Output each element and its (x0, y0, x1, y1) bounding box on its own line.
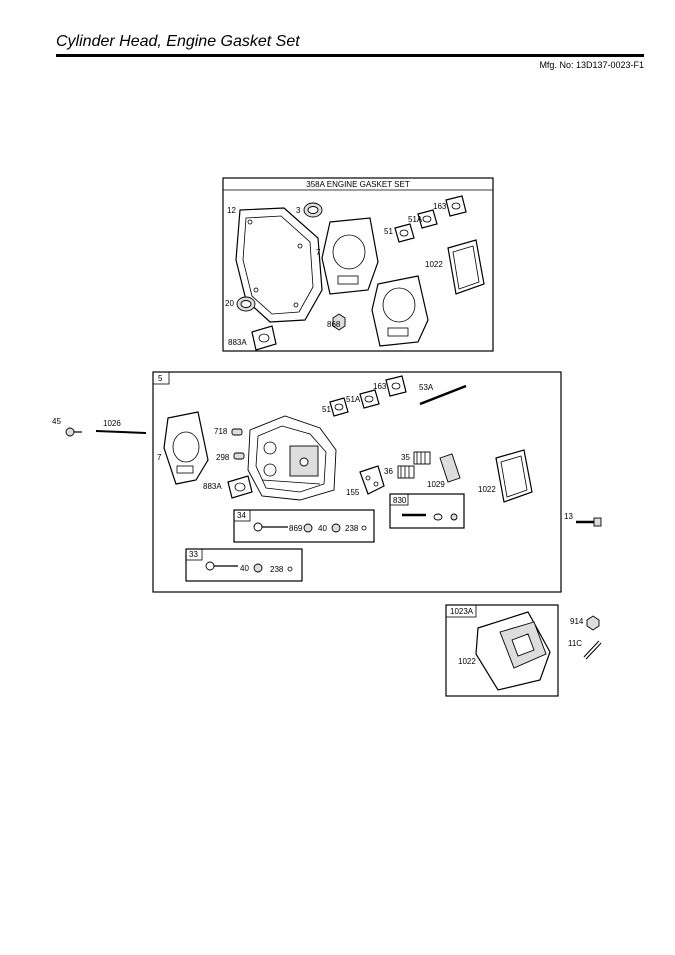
cylinder-head-box-label: 5 (158, 374, 163, 383)
valve-cover-box-label: 1023A (450, 607, 474, 616)
callout-53a: 53A (419, 383, 434, 392)
cylinder-head-group: 5 (152, 371, 562, 593)
callout-155: 155 (346, 488, 360, 497)
callout-45: 45 (52, 417, 61, 426)
valve-34 (253, 522, 263, 532)
subgroup-830-label: 830 (393, 496, 407, 505)
callout-868: 868 (327, 320, 341, 329)
crankcase-gasket-inner (242, 215, 314, 315)
callout-12: 12 (227, 206, 236, 215)
callout-51: 51 (384, 227, 393, 236)
part-45 (65, 427, 75, 437)
callout-36: 36 (384, 467, 393, 476)
valve-33 (205, 561, 215, 571)
subgroup-34-frame (233, 509, 375, 543)
callout-883a-head: 883A (203, 482, 222, 491)
callout-3: 3 (296, 206, 301, 215)
subgroup-33-label: 33 (189, 550, 198, 559)
gasket-set-group: 358A ENGINE GASKET SET (222, 177, 494, 352)
valve-cover-group: 1023A 1022 914 11C (445, 604, 602, 697)
callout-51a-head: 51A (346, 395, 361, 404)
seal-868 (332, 313, 346, 331)
callout-298: 298 (216, 453, 230, 462)
spring-36 (397, 465, 415, 479)
callout-11c: 11C (568, 639, 582, 648)
gasket-51 (394, 223, 415, 243)
spring-35 (413, 451, 431, 465)
plate-155 (359, 465, 385, 495)
callout-914: 914 (570, 617, 584, 626)
head-valve-cover-gasket (495, 449, 533, 503)
callout-20: 20 (225, 299, 234, 308)
part-914 (586, 615, 600, 631)
callout-869: 869 (289, 524, 303, 533)
callout-1029: 1029 (427, 480, 445, 489)
gasket-163 (445, 195, 467, 217)
head-gasket-883a (227, 475, 253, 499)
gasket-51a (417, 209, 438, 229)
stud-53a (419, 384, 467, 406)
crankcase-gasket (235, 207, 323, 323)
callout-1022-cover: 1022 (458, 657, 476, 666)
head-gasket-7 (321, 217, 379, 295)
callout-7: 7 (316, 248, 321, 257)
callout-35: 35 (401, 453, 410, 462)
mfg-number: Mfg. No: 13D137-0023-F1 (539, 60, 644, 70)
callout-40-33: 40 (240, 564, 249, 573)
cylinder-head-label-box (152, 371, 170, 385)
callout-7-head: 7 (157, 453, 162, 462)
dowel-pin-718 (231, 428, 243, 436)
callout-1026: 1026 (103, 419, 121, 428)
valve-cover-gasket (447, 239, 485, 295)
gasket-set-frame (222, 177, 494, 352)
head-gasket-51 (329, 397, 349, 417)
dowel-pin-298 (233, 452, 245, 460)
callout-163: 163 (433, 202, 447, 211)
part-1026 (95, 430, 147, 434)
cylinder-head-frame (152, 371, 562, 593)
callout-1022-head: 1022 (478, 485, 496, 494)
head-gasket-51a (359, 389, 380, 409)
callout-51a: 51A (408, 215, 423, 224)
callout-40-34: 40 (318, 524, 327, 533)
cylinder-head-gasket (163, 411, 209, 485)
callout-718: 718 (214, 427, 228, 436)
outside-parts-group: 45 1026 13 (52, 417, 602, 527)
subgroup-34-label: 34 (237, 511, 246, 520)
page-title: Cylinder Head, Engine Gasket Set (56, 33, 300, 50)
head-gasket-163 (385, 375, 407, 397)
gasket-set-title: 358A ENGINE GASKET SET (306, 180, 410, 189)
callout-163-head: 163 (373, 382, 387, 391)
subgroup-830-frame (389, 493, 465, 529)
valve-cover-gasket-1022 (475, 611, 551, 691)
head-gasket-set (371, 275, 429, 347)
callout-1022: 1022 (425, 260, 443, 269)
callout-238-33: 238 (270, 565, 284, 574)
valve-cover-frame (445, 604, 559, 697)
callout-13: 13 (564, 512, 573, 521)
subgroup-33-frame (185, 548, 303, 582)
callout-883a: 883A (228, 338, 247, 347)
callout-51-head: 51 (322, 405, 331, 414)
title-rule (56, 54, 644, 57)
gasket-883a (251, 325, 277, 351)
callout-238-34: 238 (345, 524, 359, 533)
rocker-1029 (439, 453, 461, 483)
